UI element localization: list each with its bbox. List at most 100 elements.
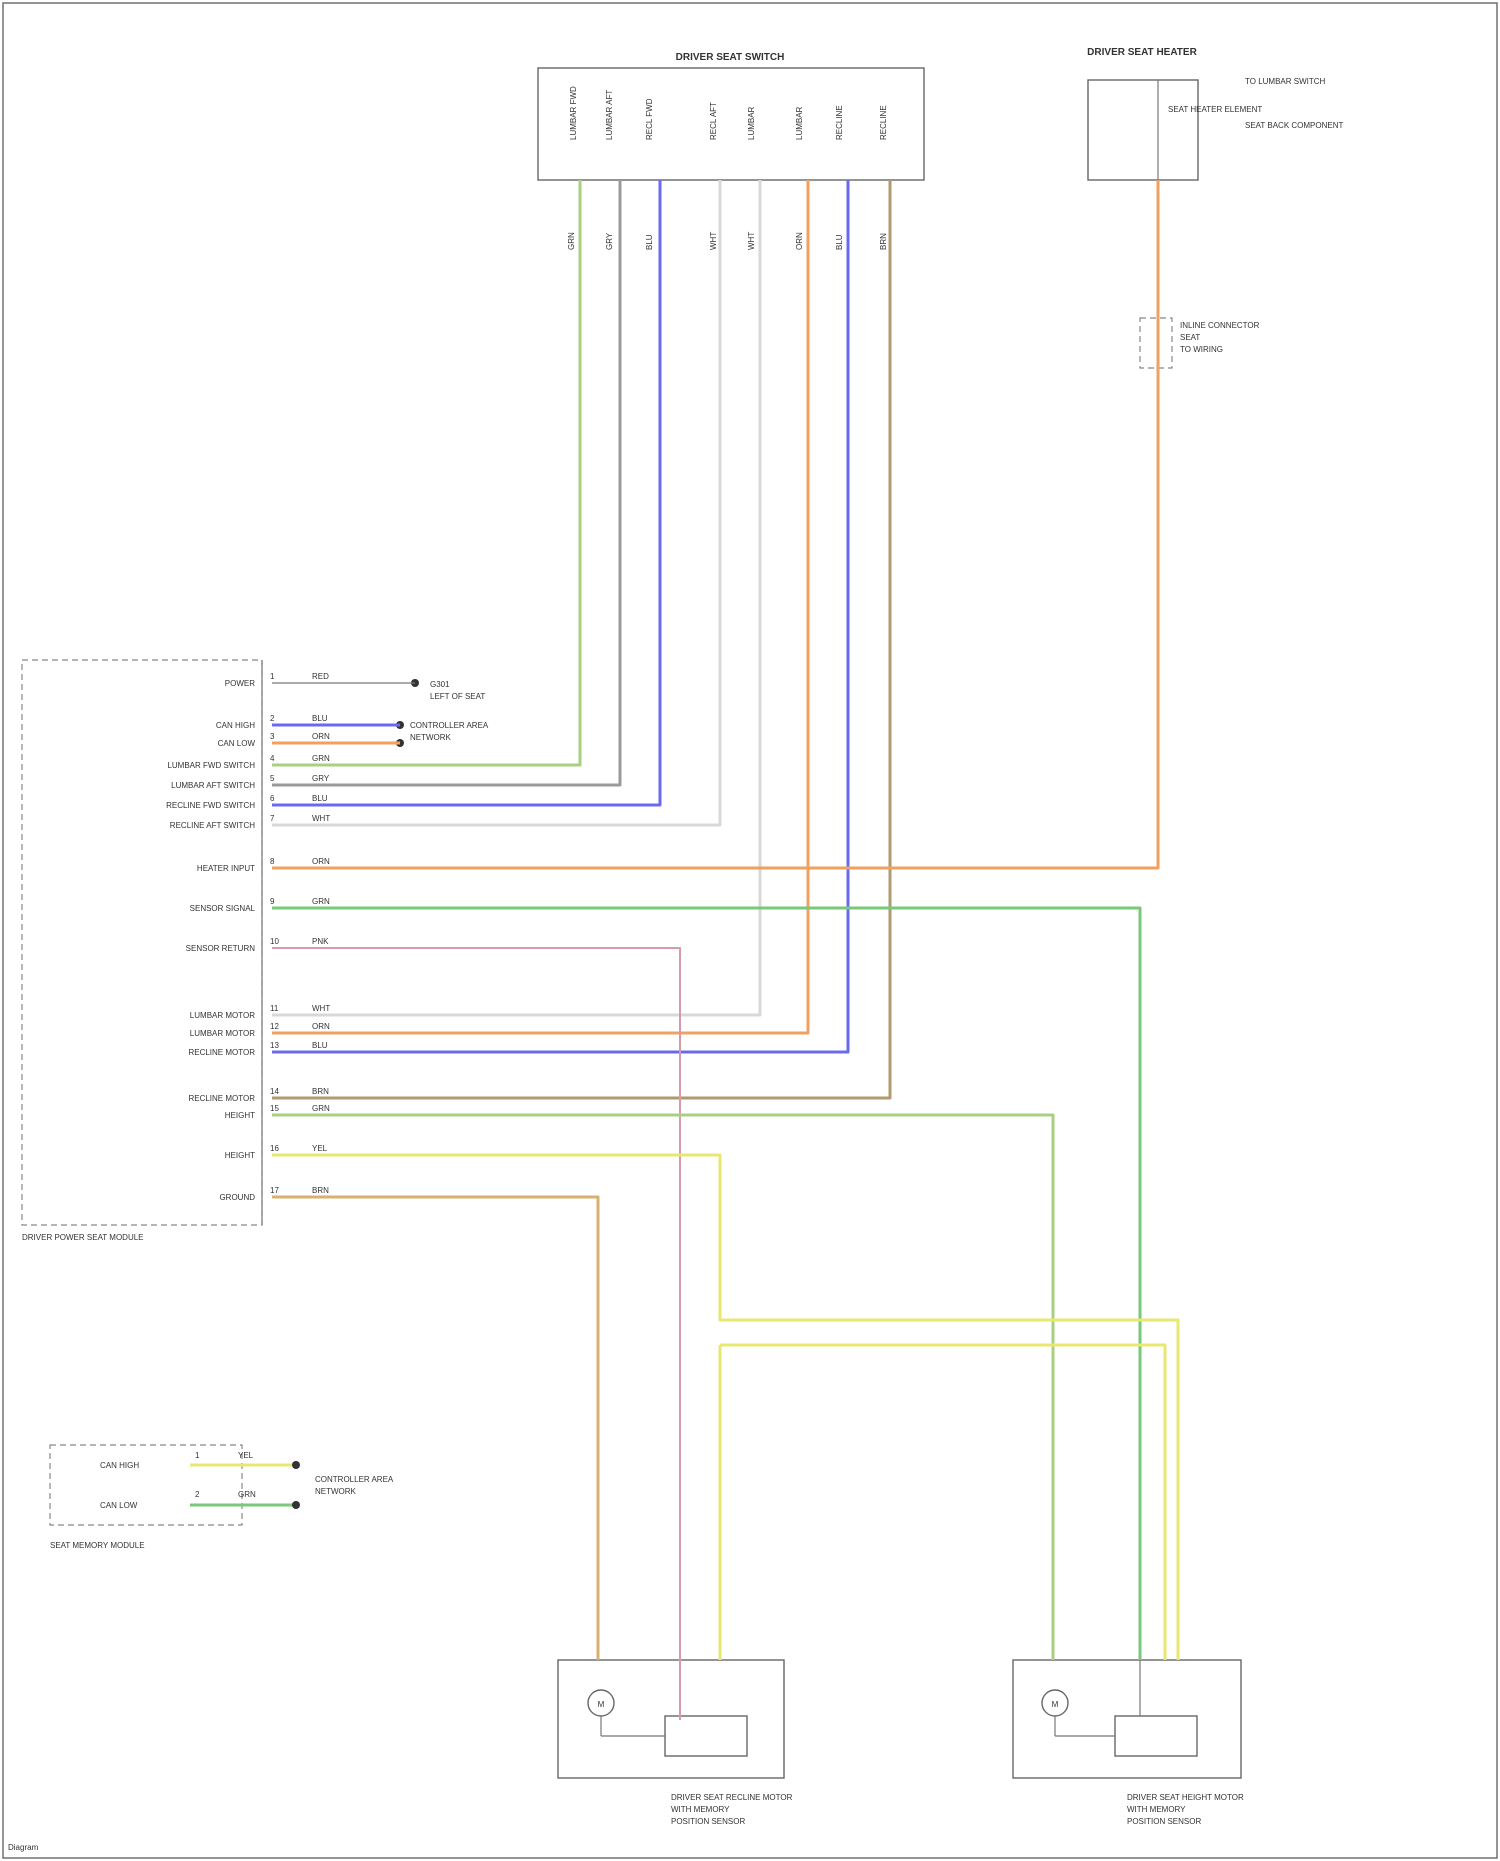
seat-heater-box xyxy=(1088,80,1198,180)
module-pin-number: 3 xyxy=(270,732,275,741)
module-title: DRIVER POWER SEAT MODULE xyxy=(22,1233,144,1242)
switch-wire-label: WHT xyxy=(709,232,718,250)
wire-recline-motor-1 xyxy=(272,180,848,1052)
switch-wire-label: BRN xyxy=(879,233,888,250)
module-wire-label: BLU xyxy=(312,714,328,723)
module-wire-label: RED xyxy=(312,672,329,681)
module-pin-number: 9 xyxy=(270,897,275,906)
module-wire-label: ORN xyxy=(312,732,330,741)
switch-pin-label: RECLINE xyxy=(835,105,844,140)
switch-pin-label: LUMBAR AFT xyxy=(605,90,614,140)
inline-connector xyxy=(1140,318,1172,368)
ground-note: G301 xyxy=(430,680,450,689)
wire-height-3 xyxy=(720,1345,1165,1660)
module-pin-number: 16 xyxy=(270,1144,279,1153)
seat-heater-title: DRIVER SEAT HEATER xyxy=(1087,47,1197,58)
module-pin-number: 13 xyxy=(270,1041,279,1050)
junction-label: INLINE CONNECTOR xyxy=(1180,321,1260,330)
memory-wire-label: YEL xyxy=(238,1451,254,1460)
motor-right-m: M xyxy=(1052,1700,1059,1709)
module-side-notes: G301 LEFT OF SEAT CONTROLLER AREA NETWOR… xyxy=(396,679,489,747)
module-wire-label: PNK xyxy=(312,937,329,946)
module-pin-number: 14 xyxy=(270,1087,279,1096)
motor-left: M DRIVER SEAT RECLINE MOTOR WITH MEMORY … xyxy=(558,1660,793,1826)
motor-left-m: M xyxy=(598,1700,605,1709)
switch-wire-label: BLU xyxy=(835,234,844,250)
module-wire-label: BRN xyxy=(312,1186,329,1195)
switch-pin-label: LUMBAR xyxy=(747,106,756,140)
switch-pin-label: RECL AFT xyxy=(709,102,718,140)
wires xyxy=(272,180,1178,1736)
switch-pin-label: RECLINE xyxy=(879,105,888,140)
seat-switch-title: DRIVER SEAT SWITCH xyxy=(676,52,785,63)
module-pin-label: CAN LOW xyxy=(218,739,256,748)
module-pin-number: 10 xyxy=(270,937,279,946)
module-pin-number: 2 xyxy=(270,714,275,723)
memory-wire-label: GRN xyxy=(238,1490,256,1499)
motor-left-sub2: POSITION SENSOR xyxy=(671,1817,745,1826)
power-note-2: NETWORK xyxy=(410,733,452,742)
module-wire-label: GRN xyxy=(312,1104,330,1113)
junction-label: TO WIRING xyxy=(1180,345,1223,354)
seat-switch-box xyxy=(538,68,924,180)
module-pin-label: LUMBAR FWD SWITCH xyxy=(167,761,255,770)
memory-note: CONTROLLER AREA xyxy=(315,1475,394,1484)
switch-pin-label: LUMBAR xyxy=(795,106,804,140)
module-pin-label: HEATER INPUT xyxy=(197,864,255,873)
module-wire-label: WHT xyxy=(312,1004,330,1013)
seat-heater-note: SEAT BACK COMPONENT xyxy=(1245,121,1344,130)
motor-right-title: DRIVER SEAT HEIGHT MOTOR xyxy=(1127,1793,1244,1802)
memory-dot xyxy=(292,1461,300,1469)
switch-wire-label: ORN xyxy=(795,232,804,250)
motor-left-sensor xyxy=(665,1716,747,1756)
module-pin-label: HEIGHT xyxy=(225,1111,255,1120)
motor-left-sub: WITH MEMORY xyxy=(671,1805,730,1814)
footer: Diagram xyxy=(8,1843,39,1852)
module-pin-label: LUMBAR MOTOR xyxy=(190,1029,255,1038)
memory-pin-num: 1 xyxy=(195,1451,200,1460)
junction-label: SEAT xyxy=(1180,333,1200,342)
memory-dot xyxy=(292,1501,300,1509)
memory-pin-num: 2 xyxy=(195,1490,200,1499)
memory-module-title: SEAT MEMORY MODULE xyxy=(50,1541,145,1550)
seat-memory-module: SEAT MEMORY MODULE CAN HIGH CAN LOW 1 2 … xyxy=(50,1445,394,1550)
switch-wire-label: WHT xyxy=(747,232,756,250)
module-wire-label: BLU xyxy=(312,794,328,803)
module-wire-label: GRY xyxy=(312,774,330,783)
seat-switch: DRIVER SEAT SWITCH LUMBAR FWD LUMBAR AFT… xyxy=(538,52,924,250)
motor-right: M DRIVER SEAT HEIGHT MOTOR WITH MEMORY P… xyxy=(1013,1660,1244,1826)
module-pin-label: RECLINE FWD SWITCH xyxy=(166,801,255,810)
motor-left-title: DRIVER SEAT RECLINE MOTOR xyxy=(671,1793,793,1802)
module-pin-number: 6 xyxy=(270,794,275,803)
switch-pin-label: RECL FWD xyxy=(645,98,654,140)
module-pin-number: 12 xyxy=(270,1022,279,1031)
module-wire-label: ORN xyxy=(312,857,330,866)
module-pin-label: RECLINE MOTOR xyxy=(188,1048,255,1057)
wire-ground xyxy=(272,1197,598,1660)
wire-recline-fwd xyxy=(272,180,660,805)
memory-module-box xyxy=(50,1445,242,1525)
seat-heater: DRIVER SEAT HEATER TO LUMBAR SWITCH SEAT… xyxy=(1087,47,1343,368)
module-wire-label: ORN xyxy=(312,1022,330,1031)
power-note: CONTROLLER AREA xyxy=(410,721,489,730)
module-pin-label: SENSOR SIGNAL xyxy=(190,904,256,913)
motor-right-sub2: POSITION SENSOR xyxy=(1127,1817,1201,1826)
module-pin-label: RECLINE AFT SWITCH xyxy=(170,821,255,830)
motor-left-box xyxy=(558,1660,784,1778)
module-pin-label: HEIGHT xyxy=(225,1151,255,1160)
switch-pin-label: LUMBAR FWD xyxy=(569,86,578,140)
module-pin-number: 4 xyxy=(270,754,275,763)
module-wire-label: GRN xyxy=(312,754,330,763)
wire-sensor-signal xyxy=(272,908,1140,1660)
module-pin-label: GROUND xyxy=(219,1193,255,1202)
switch-wire-label: BLU xyxy=(645,234,654,250)
diagram-border xyxy=(3,3,1497,1858)
module-pin-number: 5 xyxy=(270,774,275,783)
switch-wire-label: GRY xyxy=(605,232,614,250)
motor-right-sub: WITH MEMORY xyxy=(1127,1805,1186,1814)
wire-lumbar-motor-2 xyxy=(272,180,808,1033)
memory-pin-label: CAN LOW xyxy=(100,1501,138,1510)
module-pin-label: CAN HIGH xyxy=(216,721,255,730)
module-pin-number: 7 xyxy=(270,814,275,823)
